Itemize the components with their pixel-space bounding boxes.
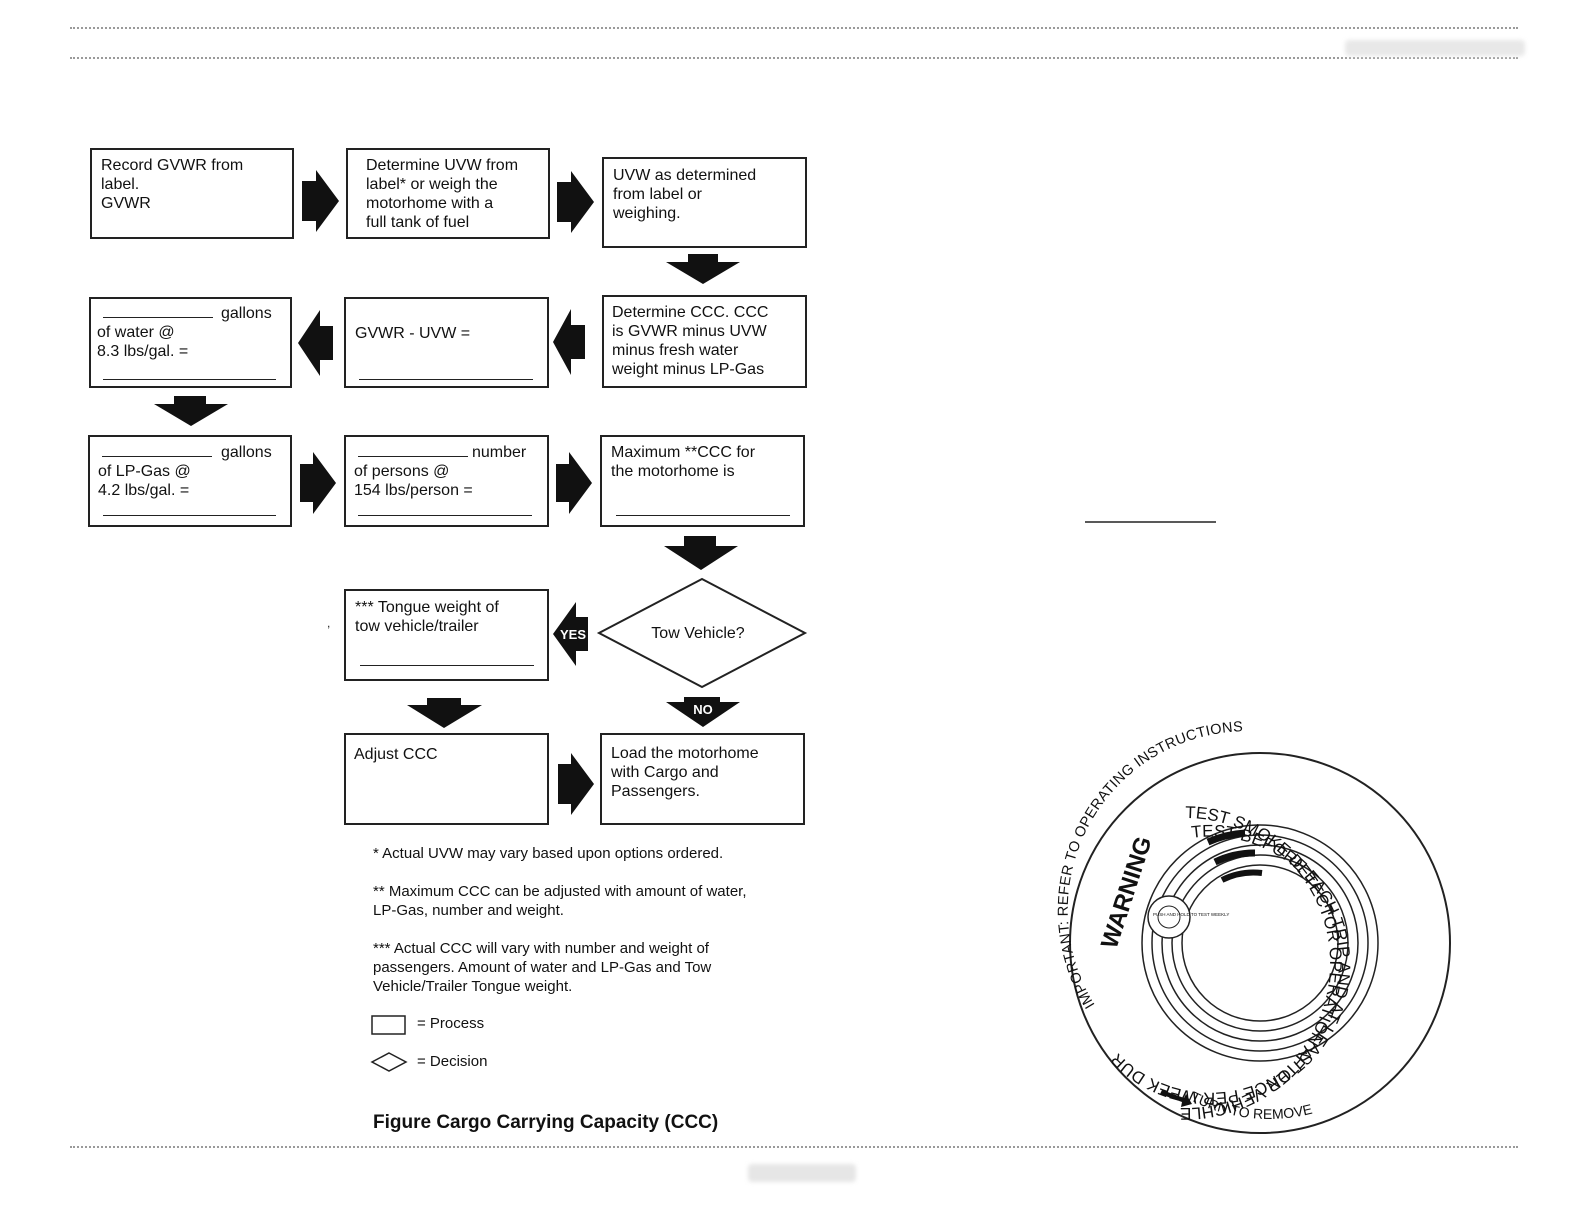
gvwr-minus-uvw-blank: [359, 379, 533, 380]
lpgas-result-blank: [103, 515, 276, 516]
detector-ring-5: [1181, 864, 1339, 1022]
detector-ring-4: [1171, 854, 1349, 1032]
water-result-blank: [103, 379, 276, 380]
header-blurred-text: [1345, 40, 1525, 56]
detector-outer-ring: [1069, 752, 1451, 1134]
determine-ccc-text: Determine CCC. CCC is GVWR minus UVW min…: [612, 304, 769, 378]
figure-title: Figure Cargo Carrying Capacity (CCC): [373, 1112, 719, 1133]
yes-label: YES: [560, 627, 586, 642]
box-determine-ccc: Determine CCC. CCC is GVWR minus UVW min…: [602, 295, 807, 388]
box-adjust-ccc: Adjust CCC: [344, 733, 549, 825]
arrow-down-3: [664, 536, 738, 570]
arrow-right-3: [300, 452, 336, 514]
tongue-weight-text: *** Tongue weight of tow vehicle/trailer: [355, 599, 499, 635]
box-uvw-determined: UVW as determined from label or weighing…: [602, 157, 807, 248]
detector-button-text: PUSH AND HOLD TO TEST WEEKLY: [1153, 912, 1229, 917]
load-motorhome-text: Load the motorhome with Cargo and Passen…: [611, 745, 759, 800]
lpgas-gallons-blank: [102, 456, 212, 457]
max-ccc-blank: [616, 515, 790, 516]
box-lpgas: gallons of LP-Gas @ 4.2 lbs/gal. =: [88, 435, 292, 527]
arrow-right-1: [302, 170, 339, 232]
persons-number-blank: [358, 456, 468, 457]
lpgas-top-text: gallons: [221, 444, 272, 461]
note-uvw: * Actual UVW may vary based upon options…: [373, 845, 724, 862]
water-gallons-blank: [103, 317, 213, 318]
lpgas-text: of LP-Gas @ 4.2 lbs/gal. =: [98, 463, 191, 499]
adjust-ccc-text: Adjust CCC: [354, 746, 438, 763]
box-water: gallons of water @ 8.3 lbs/gal. =: [89, 297, 292, 388]
box-persons: number of persons @ 154 lbs/person =: [344, 435, 549, 527]
note-actual-ccc: *** Actual CCC will vary with number and…: [373, 940, 712, 995]
header-rule-bottom: [70, 57, 1518, 59]
persons-result-blank: [358, 515, 532, 516]
detector-test-button: [1147, 895, 1191, 939]
footer-blurred-text: [748, 1164, 856, 1182]
detector-test-button-inner: [1157, 905, 1181, 929]
arrow-right-4: [556, 452, 592, 514]
box-uvw-determined-text: UVW as determined from label or weighing…: [613, 167, 757, 222]
box-record-gvwr-text: Record GVWR from label. GVWR: [101, 157, 244, 212]
turn-arrow-icon: [1160, 1090, 1192, 1107]
box-record-gvwr: Record GVWR from label. GVWR: [90, 148, 294, 239]
box-determine-uvw-text: Determine UVW from label* or weigh the m…: [366, 157, 519, 231]
detector-ring-3: [1161, 844, 1359, 1042]
legend-decision-icon: [370, 1052, 408, 1072]
max-ccc-text: Maximum **CCC for the motorhome is: [611, 444, 756, 480]
detector-vent-mark-3: [1220, 869, 1263, 883]
footer-rule: [70, 1146, 1518, 1148]
arrow-left-2: [298, 310, 333, 376]
detector-ring-2: [1151, 834, 1369, 1052]
water-top-text: gallons: [221, 305, 272, 322]
arrow-right-5: [558, 753, 594, 815]
detector-ring-1: [1141, 824, 1379, 1062]
detector-vent-mark-2: [1213, 849, 1256, 866]
arrow-down-2: [154, 396, 228, 426]
arrow-down-4: [407, 698, 482, 728]
box-determine-uvw: Determine UVW from label* or weigh the m…: [346, 148, 550, 239]
header-rule-top: [70, 27, 1518, 29]
persons-text: of persons @ 154 lbs/person =: [354, 463, 473, 499]
box-load-motorhome: Load the motorhome with Cargo and Passen…: [600, 733, 805, 825]
legend-decision-text: = Decision: [417, 1053, 488, 1070]
box-tongue-weight: *** Tongue weight of tow vehicle/trailer: [344, 589, 549, 681]
arrow-down-no: [666, 697, 740, 727]
stray-mark: ,: [327, 616, 330, 630]
arrow-down-1: [666, 254, 740, 284]
no-label: NO: [693, 702, 713, 717]
decision-diamond: [596, 577, 808, 689]
legend-process-icon: [371, 1015, 406, 1035]
gvwr-minus-uvw-text: GVWR - UVW =: [355, 325, 471, 342]
persons-top-text: number: [472, 444, 527, 461]
arrow-left-1: [553, 309, 585, 375]
detector-vent-mark-1: [1206, 829, 1246, 846]
box-max-ccc: Maximum **CCC for the motorhome is: [600, 435, 805, 527]
note-max-ccc: ** Maximum CCC can be adjusted with amou…: [373, 883, 747, 919]
decision-text: Tow Vehicle?: [651, 625, 744, 642]
water-text: of water @ 8.3 lbs/gal. =: [97, 324, 189, 360]
arrow-yes: [553, 602, 588, 666]
arrow-right-2: [557, 171, 594, 233]
legend-process-text: = Process: [417, 1015, 485, 1032]
tongue-weight-blank: [360, 665, 534, 666]
box-gvwr-minus-uvw: GVWR - UVW =: [344, 297, 549, 388]
